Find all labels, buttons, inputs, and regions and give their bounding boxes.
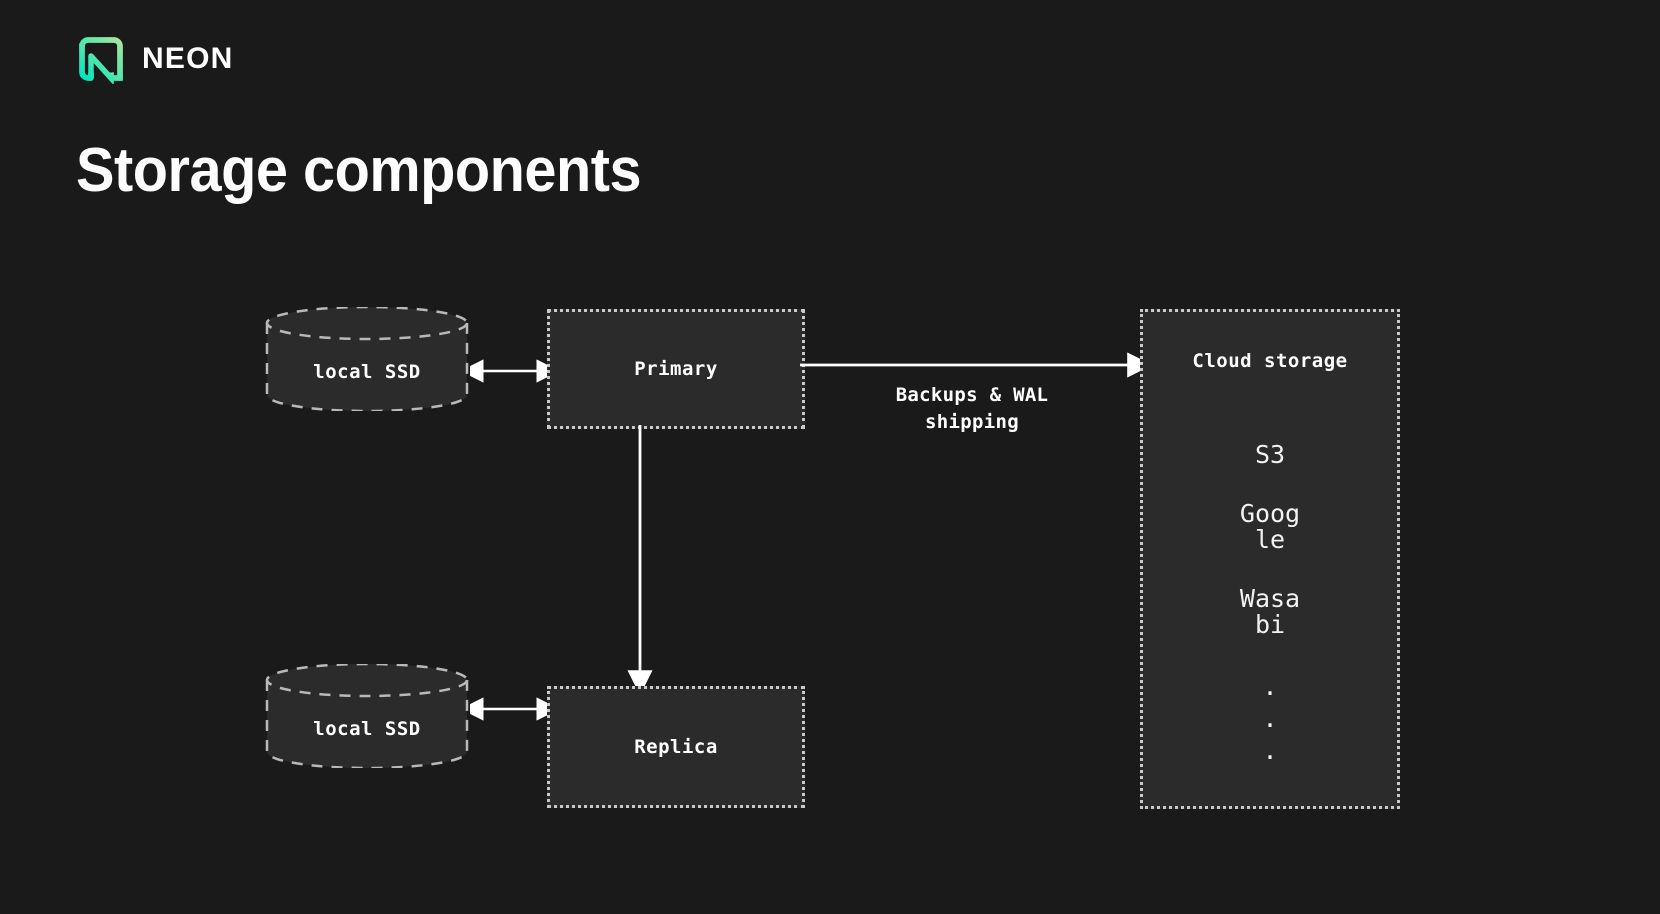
neon-logo-icon (76, 34, 126, 84)
ellipsis-dot: . (1262, 703, 1278, 733)
list-item: S3 (1254, 440, 1286, 469)
node-label: Replica (634, 736, 718, 758)
page-title: Storage components (76, 136, 642, 205)
list-item: Google (1239, 498, 1301, 554)
edge-label-line-2: shipping (925, 410, 1019, 433)
edge-local-ssd-primary (460, 352, 560, 390)
edge-label-line-1: Backups & WAL (895, 384, 1049, 406)
cloud-ellipsis: . . . (1143, 671, 1397, 767)
edge-label-backups-wal: Backups & WAL shipping (842, 382, 1102, 436)
brand-name: NEON (142, 42, 234, 75)
node-local-ssd-replica: local SSD (265, 664, 469, 768)
edge-primary-cloud (800, 348, 1153, 384)
list-item: Wasabi (1239, 583, 1301, 639)
node-label: local SSD (313, 361, 421, 383)
ellipsis-dot: . (1262, 671, 1278, 701)
node-label: Cloud storage (1192, 350, 1348, 372)
edge-primary-replica (620, 425, 660, 696)
brand-logo: NEON (76, 34, 233, 84)
node-label: Primary (634, 358, 718, 380)
node-replica: Replica (547, 686, 805, 808)
node-local-ssd-primary: local SSD (265, 307, 469, 411)
edge-local-ssd-replica (460, 690, 560, 728)
cloud-provider-list: S3 Google Wasabi (1143, 440, 1397, 639)
node-cloud-storage: Cloud storage S3 Google Wasabi . . . (1140, 309, 1400, 809)
node-label: local SSD (313, 718, 421, 740)
ellipsis-dot: . (1262, 735, 1278, 765)
node-primary: Primary (547, 309, 805, 429)
